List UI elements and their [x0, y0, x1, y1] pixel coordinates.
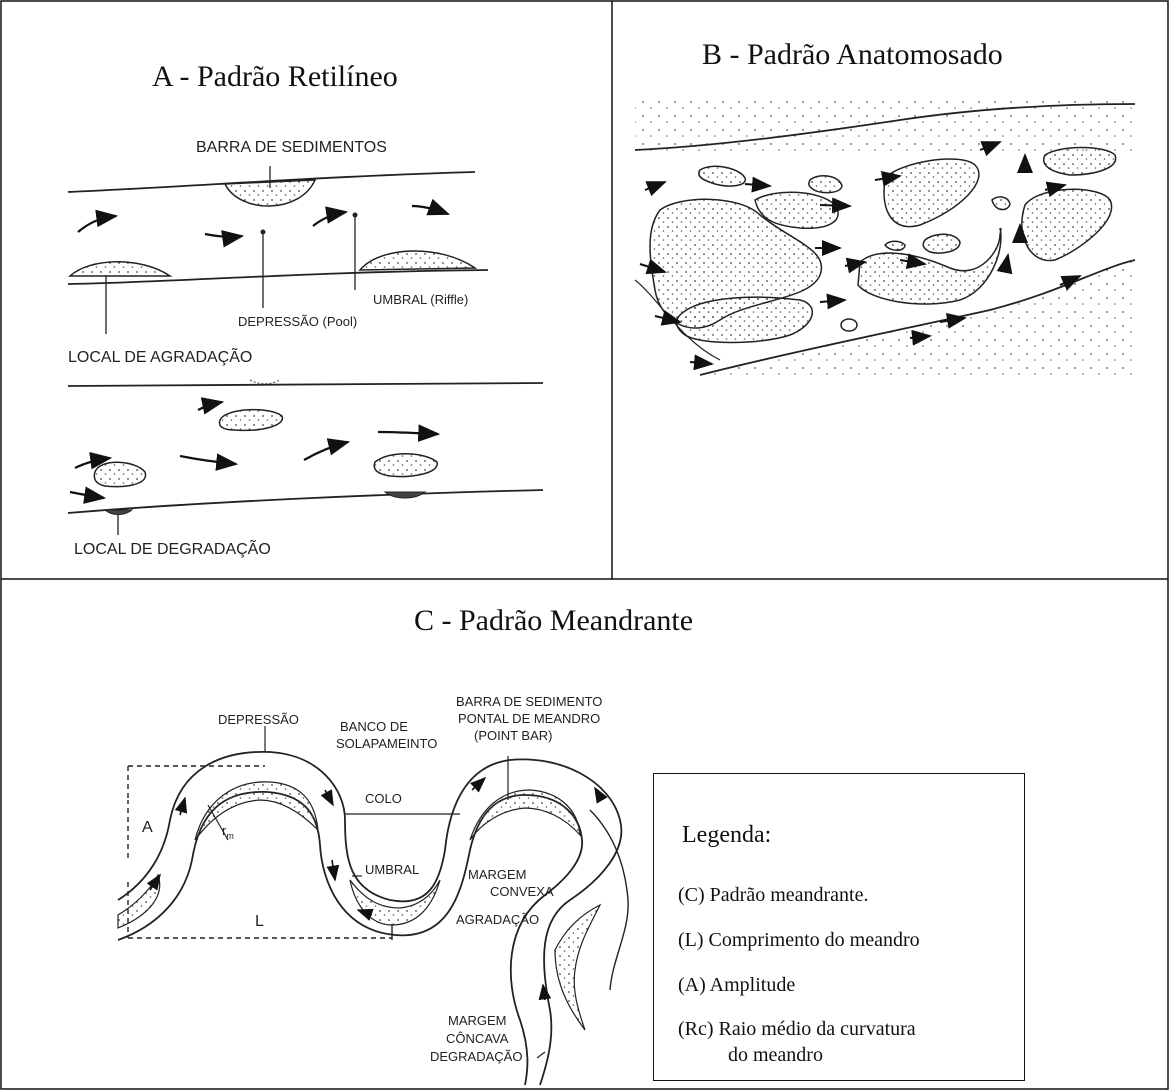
label-banco-1: BANCO DE — [340, 719, 408, 734]
panel-c-diagram — [118, 726, 628, 1085]
label-a: A — [142, 819, 153, 836]
label-depressao-c: DEPRESSÃO — [218, 712, 299, 727]
label-margem-convexa-1: MARGEM — [468, 867, 527, 882]
label-margem-convexa-2: CONVEXA — [490, 884, 554, 899]
panel-a-title: A - Padrão Retilíneo — [152, 60, 398, 94]
label-barra-2: PONTAL DE MEANDRO — [458, 711, 600, 726]
legend-item: (Rc) Raio médio da curvatura — [678, 1018, 916, 1041]
label-barra-sedimentos: BARRA DE SEDIMENTOS — [196, 139, 387, 156]
panel-c-title: C - Padrão Meandrante — [414, 604, 693, 638]
legend-item-continuation: do meandro — [728, 1044, 823, 1067]
label-margem-concava-2: CÔNCAVA — [446, 1031, 509, 1046]
legend-title: Legenda: — [682, 822, 771, 849]
label-barra-1: BARRA DE SEDIMENTO — [456, 694, 602, 709]
label-degradacao-c: DEGRADAÇÃO — [430, 1049, 522, 1064]
label-umbral: UMBRAL (Riffle) — [373, 292, 468, 307]
legend-item: (A) Amplitude — [678, 974, 795, 997]
label-umbral-c: UMBRAL — [365, 862, 419, 877]
label-local-degradacao: LOCAL DE DEGRADAÇÃO — [74, 538, 271, 558]
label-l: L — [255, 913, 264, 930]
label-local-agradacao: LOCAL DE AGRADAÇÃO — [68, 346, 252, 366]
label-colo: COLO — [365, 791, 402, 806]
label-rm: rm — [222, 823, 234, 841]
legend-item: (C) Padrão meandrante. — [678, 884, 868, 907]
label-depressao: DEPRESSÃO (Pool) — [238, 314, 357, 329]
label-barra-3: (POINT BAR) — [474, 728, 553, 743]
legend-box: Legenda: (C) Padrão meandrante. (L) Comp… — [653, 773, 1025, 1081]
label-margem-concava-1: MARGEM — [448, 1013, 507, 1028]
panel-b-diagram — [635, 100, 1135, 375]
label-banco-2: SOLAPAMEINTO — [336, 736, 437, 751]
legend-item: (L) Comprimento do meandro — [678, 929, 920, 952]
panel-b-title: B - Padrão Anatomosado — [702, 38, 1003, 72]
label-agradacao-c: AGRADAÇÃO — [456, 912, 539, 927]
